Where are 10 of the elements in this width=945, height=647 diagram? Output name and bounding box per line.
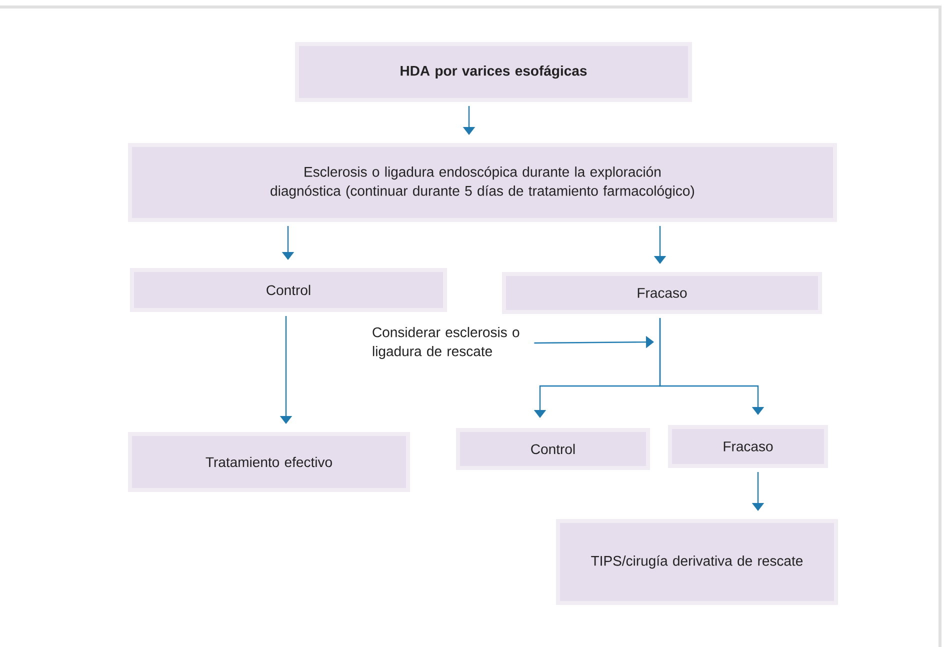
process-box: Fracaso (502, 272, 822, 314)
process-box: Esclerosis o ligadura endoscópica durante la exploración diagnóstica (continuar durante 5 días de tratamiento farmacológico) (128, 143, 837, 222)
process-box: HDA por varices esofágicas (295, 42, 692, 102)
process-box: Control (130, 268, 447, 312)
process-box: TIPS/cirugía derivativa de rescate (556, 518, 838, 605)
process-box: Control (456, 428, 650, 470)
arrow (659, 318, 764, 415)
note-text: Considerar esclerosis o ligadura de rescate (372, 326, 520, 359)
process-box: Fracaso (668, 424, 828, 468)
process-box: Tratamiento efectivo (128, 432, 410, 492)
